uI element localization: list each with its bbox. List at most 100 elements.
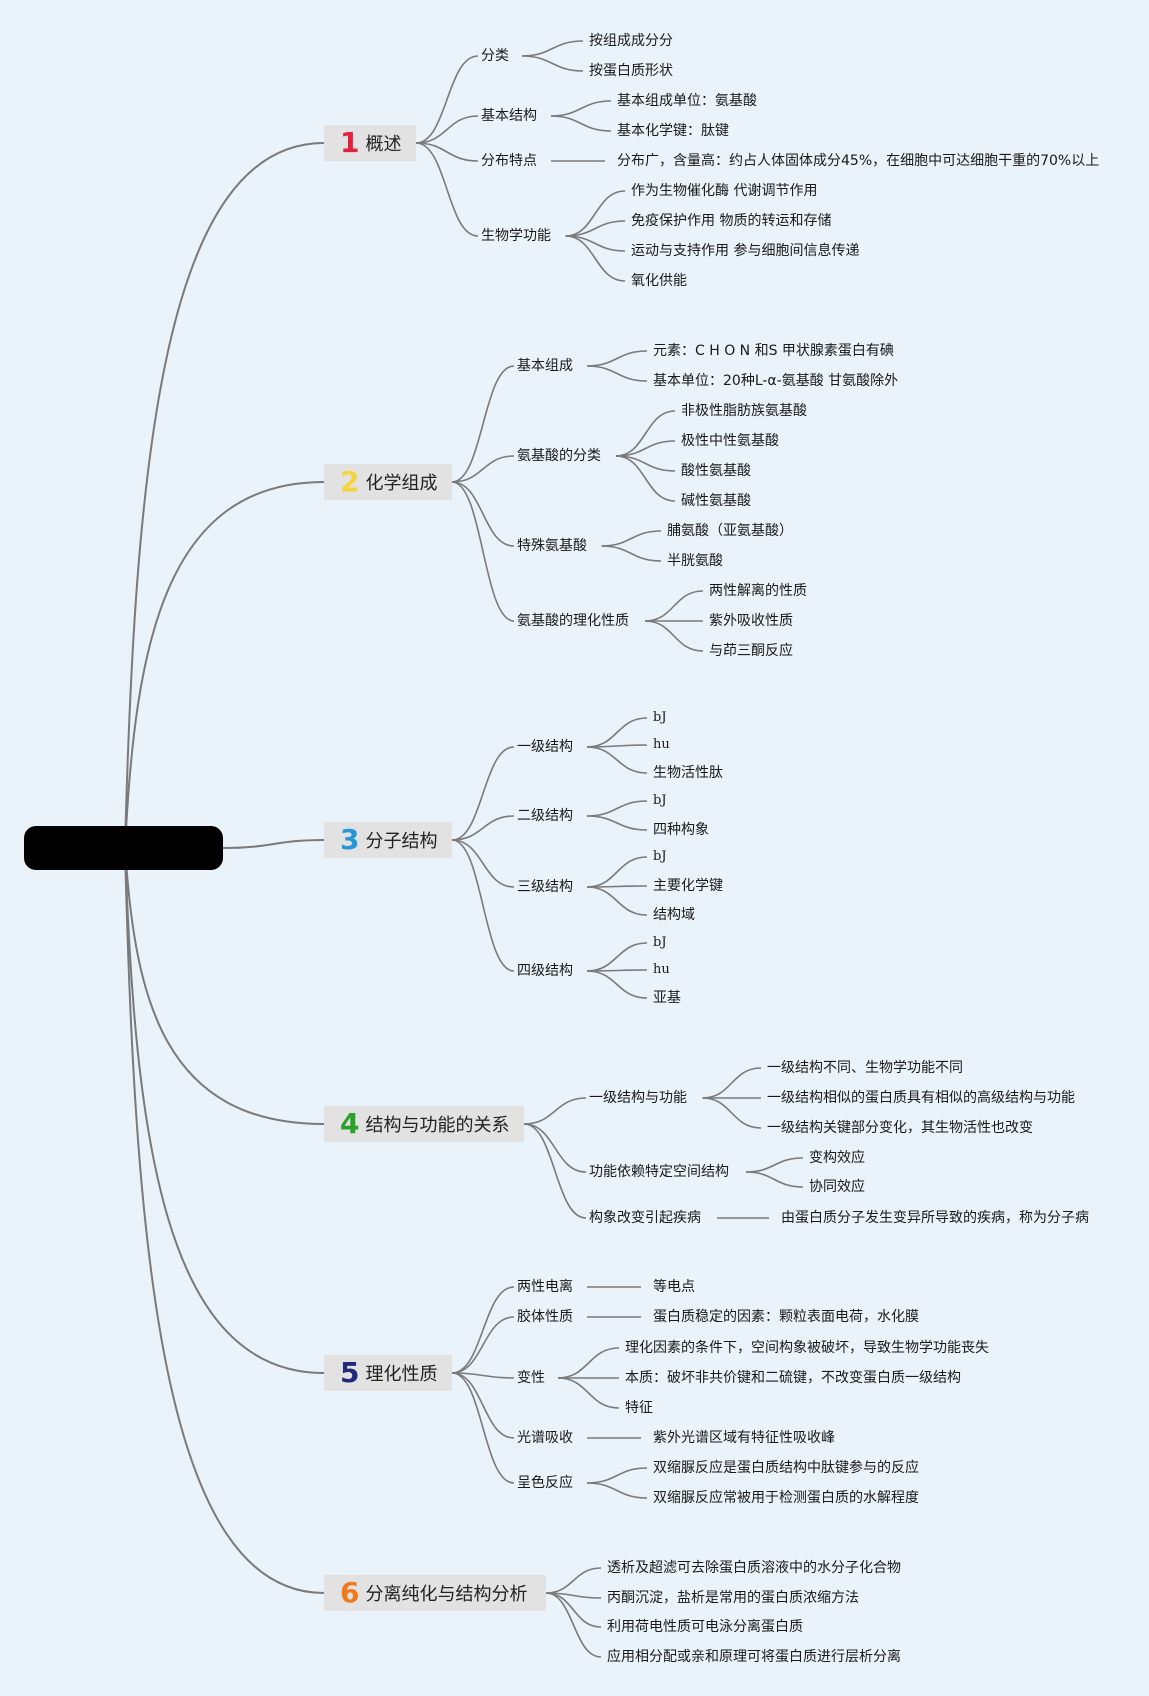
connector	[451, 1372, 515, 1484]
connector	[451, 746, 515, 841]
leaf-node[interactable]: 与茚三酮反应	[709, 643, 793, 659]
leaf-node[interactable]: 元素：C H O N 和S 甲状腺素蛋白有碘	[653, 343, 894, 359]
branch-node[interactable]: 基本组成	[517, 358, 573, 374]
connector	[644, 590, 704, 622]
branch-node[interactable]: 胶体性质	[517, 1309, 573, 1325]
connector	[523, 1123, 587, 1173]
connector	[586, 886, 648, 916]
leaf-node[interactable]: 两性解离的性质	[709, 583, 807, 599]
leaf-node[interactable]: 免疫保护作用 物质的转运和存储	[631, 213, 832, 229]
branch-node[interactable]: 光谱吸收	[517, 1430, 573, 1446]
leaf-node[interactable]: 四种构象	[653, 822, 709, 838]
branch-node[interactable]: 氨基酸的分类	[517, 448, 601, 464]
leaf-node[interactable]: 蛋白质稳定的因素：颗粒表面电荷，水化膜	[653, 1309, 919, 1325]
branch-node[interactable]: 变性	[517, 1370, 545, 1386]
branch-node[interactable]: 氨基酸的理化性质	[517, 613, 629, 629]
leaf-node[interactable]: 特征	[625, 1400, 653, 1416]
leaf-node[interactable]: 氧化供能	[631, 273, 687, 289]
leaf-node[interactable]: 脯氨酸（亚氨基酸）	[667, 523, 793, 539]
branch-node[interactable]: 基本结构	[481, 108, 537, 124]
leaf-node[interactable]: 一级结构不同、生物学功能不同	[767, 1060, 963, 1076]
section-title: 概述	[365, 134, 402, 155]
leaf-node[interactable]: 基本化学键：肽键	[617, 123, 729, 139]
connector	[586, 815, 648, 831]
leaf-node[interactable]: 运动与支持作用 参与细胞间信息传递	[631, 243, 860, 259]
section-number: 1	[340, 126, 360, 159]
connector	[451, 1286, 515, 1374]
leaf-node[interactable]: 按蛋白质形状	[589, 63, 673, 79]
connector	[644, 620, 704, 652]
branch-node[interactable]: 分布特点	[481, 153, 537, 169]
connector	[521, 40, 584, 57]
leaf-node[interactable]: 双缩脲反应是蛋白质结构中肽键参与的反应	[653, 1460, 919, 1476]
leaf-node[interactable]: 透析及超滤可去除蛋白质溶液中的水分子化合物	[607, 1560, 901, 1576]
connector	[415, 142, 479, 162]
root-node[interactable]	[24, 826, 223, 870]
branch-node[interactable]: 分类	[481, 48, 509, 64]
leaf-node[interactable]: 作为生物催化酶 代谢调节作用	[631, 183, 818, 199]
leaf-node[interactable]: 一级结构相似的蛋白质具有相似的高级结构与功能	[767, 1090, 1075, 1106]
leaf-node[interactable]: 由蛋白质分子发生变异所导致的疾病，称为分子病	[781, 1210, 1089, 1226]
branch-node[interactable]: 两性电离	[517, 1279, 573, 1295]
leaf-node[interactable]: 利用荷电性质可电泳分离蛋白质	[607, 1619, 803, 1635]
connector	[702, 1067, 762, 1099]
leaf-node[interactable]: 一级结构关键部分变化，其生物活性也改变	[767, 1120, 1033, 1136]
branch-node[interactable]: 生物学功能	[481, 228, 551, 244]
leaf-node[interactable]: 碱性氨基酸	[681, 493, 751, 509]
connector	[451, 839, 515, 972]
leaf-node[interactable]: 双缩脲反应常被用于检测蛋白质的水解程度	[653, 1490, 919, 1506]
leaf-node[interactable]: 理化因素的条件下，空间构象被破坏，导致生物学功能丧失	[625, 1340, 989, 1356]
leaf-node[interactable]: 极性中性氨基酸	[681, 433, 779, 449]
branch-node[interactable]: 构象改变引起疾病	[589, 1210, 701, 1226]
leaf-node[interactable]: 酸性氨基酸	[681, 463, 751, 479]
leaf-node[interactable]: 紫外吸收性质	[709, 613, 793, 629]
branch-node[interactable]: 呈色反应	[517, 1475, 573, 1491]
leaf-node[interactable]: 生物活性肽	[653, 765, 723, 781]
leaf-node[interactable]: 非极性脂肪族氨基酸	[681, 403, 807, 419]
connector	[557, 1347, 620, 1379]
section-title: 分离纯化与结构分析	[365, 1584, 528, 1605]
branch-node[interactable]: 一级结构与功能	[589, 1090, 687, 1106]
branch-node[interactable]: 一级结构	[517, 739, 573, 755]
connector	[557, 1377, 620, 1409]
branch-node[interactable]: 功能依赖特定空间结构	[589, 1164, 729, 1180]
branch-node[interactable]: 特殊氨基酸	[517, 538, 587, 554]
connector	[451, 481, 515, 547]
leaf-node[interactable]: 分布广，含量高：约占人体固体成分45%，在细胞中可达细胞干重的70%以上	[617, 153, 1100, 169]
leaf-node[interactable]: bJ	[653, 849, 667, 864]
connector	[586, 717, 648, 748]
leaf-node[interactable]: bJ	[653, 710, 667, 725]
leaf-node[interactable]: 基本组成单位：氨基酸	[617, 93, 757, 109]
leaf-node[interactable]: 主要化学键	[653, 878, 723, 894]
leaf-node[interactable]: 结构域	[653, 907, 695, 923]
leaf-node[interactable]: 紫外光谱区域有特征性吸收峰	[653, 1430, 835, 1446]
connector	[550, 115, 612, 132]
leaf-node[interactable]: 变构效应	[809, 1150, 865, 1166]
leaf-node[interactable]: 基本单位：20种L-α-氨基酸 甘氨酸除外	[653, 373, 899, 389]
leaf-node[interactable]: hu	[653, 962, 670, 977]
connector	[586, 746, 648, 774]
leaf-node[interactable]: 丙酮沉淀，盐析是常用的蛋白质浓缩方法	[607, 1590, 859, 1606]
branch-node[interactable]: 二级结构	[517, 808, 573, 824]
leaf-node[interactable]: 等电点	[653, 1279, 695, 1295]
leaf-node[interactable]: 亚基	[653, 990, 681, 1006]
leaf-node[interactable]: 应用相分配或亲和原理可将蛋白质进行层析分离	[607, 1649, 901, 1665]
leaf-node[interactable]: 半胱氨酸	[667, 553, 723, 569]
leaf-node[interactable]: 按组成成分分	[589, 33, 673, 49]
section-title: 化学组成	[365, 473, 438, 494]
leaf-node[interactable]: bJ	[653, 793, 667, 808]
leaf-node[interactable]: bJ	[653, 935, 667, 950]
leaf-node[interactable]: 本质：破坏非共价键和二硫键，不改变蛋白质一级结构	[625, 1370, 961, 1386]
branch-node[interactable]: 四级结构	[517, 963, 573, 979]
leaf-node[interactable]: 协同效应	[809, 1179, 865, 1195]
connector	[523, 1123, 587, 1219]
leaf-node[interactable]: hu	[653, 737, 670, 752]
branch-node[interactable]: 三级结构	[517, 879, 573, 895]
